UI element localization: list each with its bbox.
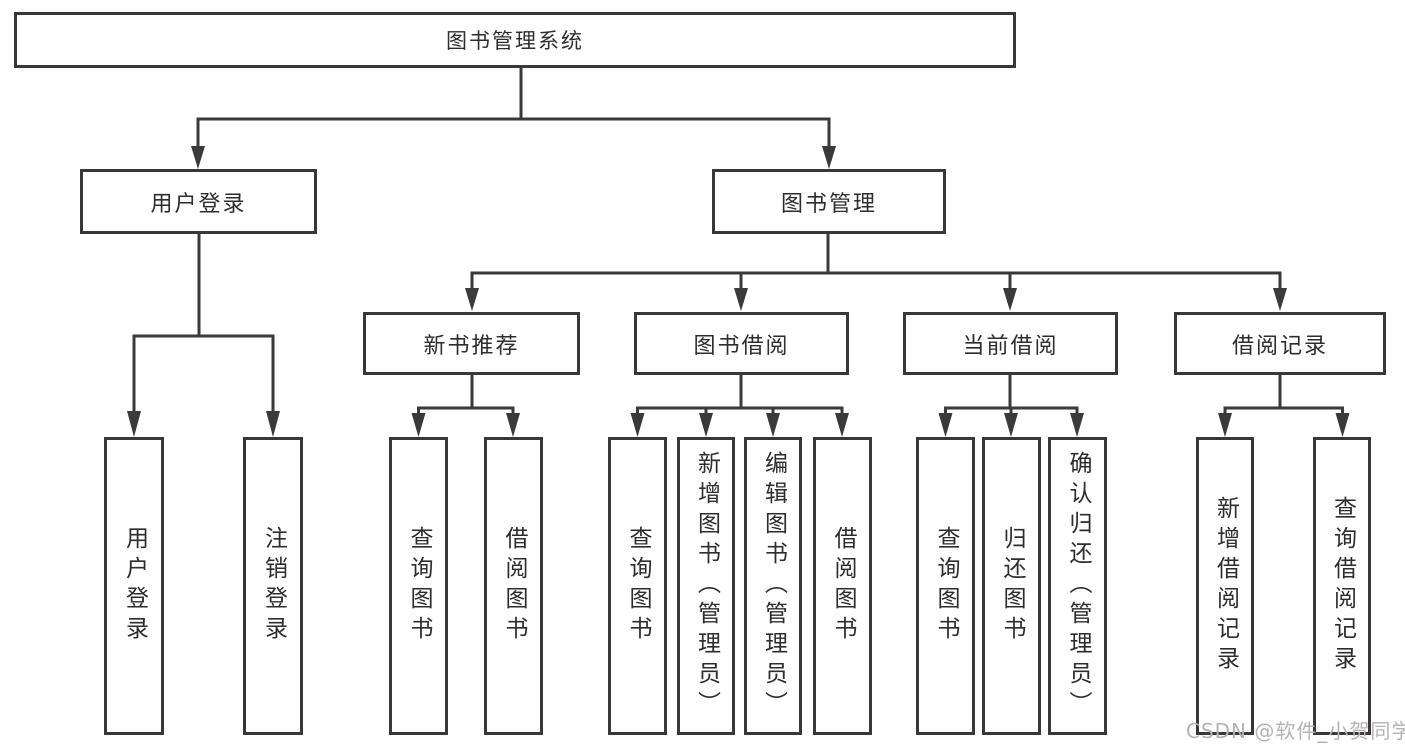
arrowhead (465, 288, 479, 311)
leaf-record-add: 新增借阅记录 (1196, 437, 1254, 735)
arrowhead (127, 411, 141, 437)
node-l2-book-management: 图书管理 (712, 169, 946, 234)
node-l3-book-borrowing: 图书借阅 (634, 312, 849, 375)
arrowhead (411, 413, 426, 437)
leaf-borrow-add-books-admin: 新增图书（管理员） (677, 437, 735, 735)
leaf-new-query-books: 查询图书 (389, 437, 448, 735)
node-l2-user-login: 用户登录 (80, 169, 317, 234)
arrowhead (630, 413, 645, 437)
arrowhead (1004, 413, 1018, 437)
arrowhead (266, 411, 280, 437)
leaf-current-query-books: 查询图书 (916, 437, 975, 735)
arrowhead (1218, 413, 1232, 437)
csdn-watermark: CSDN @软件_小贺同学 (1186, 719, 1405, 743)
leaf-new-borrow-books: 借阅图书 (484, 437, 543, 735)
leaf-borrow-edit-books-admin: 编辑图书（管理员） (744, 437, 802, 735)
leaf-user-login: 用户登录 (104, 437, 164, 735)
arrowhead (1003, 288, 1017, 311)
arrowhead (938, 413, 953, 437)
node-root-system: 图书管理系统 (14, 12, 1016, 68)
arrowhead (734, 288, 748, 311)
node-l3-borrowing-records: 借阅记录 (1174, 312, 1386, 375)
node-l3-new-book-recommend: 新书推荐 (363, 312, 580, 375)
leaf-borrow-borrow-books: 借阅图书 (813, 437, 872, 735)
leaf-current-return-books: 归还图书 (982, 437, 1041, 735)
leaf-current-confirm-return-admin: 确认归还（管理员） (1048, 437, 1107, 735)
arrowhead (822, 146, 836, 169)
arrowhead (506, 413, 520, 437)
node-l3-current-borrowing: 当前借阅 (903, 312, 1118, 375)
arrowhead (766, 413, 780, 437)
arrowhead (699, 413, 713, 437)
leaf-record-query: 查询借阅记录 (1313, 437, 1371, 735)
arrowhead (1273, 288, 1287, 311)
arrowhead (1070, 413, 1084, 437)
arrowhead (1335, 413, 1350, 437)
leaf-borrow-query-books: 查询图书 (608, 437, 667, 735)
leaf-user-logout: 注销登录 (243, 437, 303, 735)
arrowhead (191, 146, 205, 169)
arrowhead (835, 413, 849, 437)
